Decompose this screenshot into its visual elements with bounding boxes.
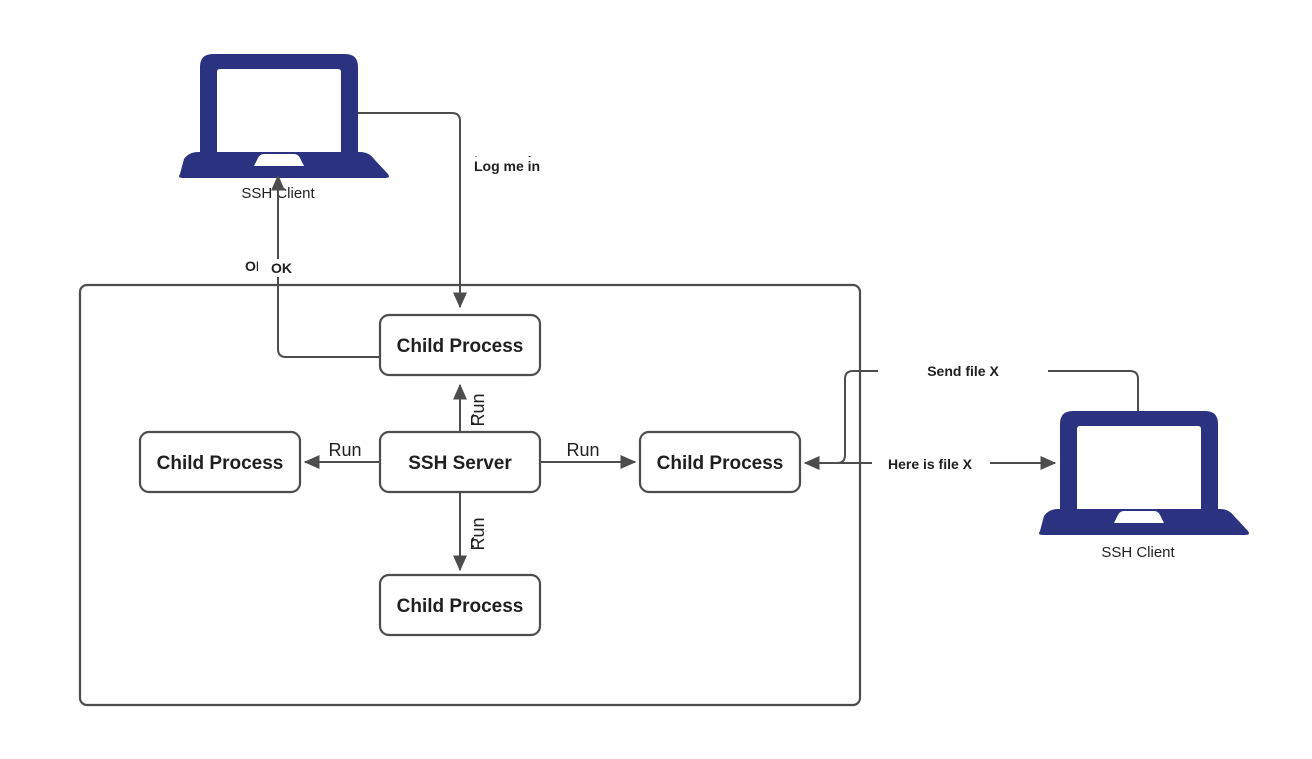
node-child-process-top-label: Child Process bbox=[397, 336, 524, 357]
ssh-client-right[interactable]: SSH Client bbox=[1039, 411, 1249, 561]
edge-run-left-label-top: Run bbox=[328, 440, 361, 460]
edge-ok-label-top: OK bbox=[271, 260, 292, 276]
ssh-client-top[interactable]: SSH Client bbox=[179, 54, 389, 202]
ssh-server-container bbox=[78, 283, 862, 707]
edge-log-me-in bbox=[358, 112, 468, 309]
node-child-process-bottom[interactable]: Child Process bbox=[378, 573, 542, 637]
node-child-process-right-label: Child Process bbox=[657, 453, 784, 474]
edge-run-down-label-top: Run bbox=[468, 517, 488, 550]
laptop-icon bbox=[1039, 411, 1249, 535]
node-child-process-top[interactable]: Child Process bbox=[378, 313, 542, 377]
edge-log-me-in-label-top: Log me in bbox=[474, 158, 540, 174]
edge-run-right-label-top: Run bbox=[566, 440, 599, 460]
ssh-client-right-label: SSH Client bbox=[1101, 544, 1175, 561]
edge-ok bbox=[270, 174, 380, 358]
edge-send-file-x bbox=[803, 370, 1139, 471]
node-child-process-bottom-label: Child Process bbox=[397, 596, 524, 617]
edge-here-is-file-x-label-top: Here is file X bbox=[888, 456, 973, 472]
node-child-process-left[interactable]: Child Process bbox=[138, 430, 302, 494]
node-ssh-server-label: SSH Server bbox=[408, 453, 512, 474]
node-child-process-left-label: Child Process bbox=[157, 453, 284, 474]
edge-run-up-label-top: Run bbox=[468, 393, 488, 426]
laptop-icon bbox=[179, 54, 389, 178]
node-ssh-server[interactable]: SSH Server bbox=[378, 430, 542, 494]
edge-send-file-x-label-top: Send file X bbox=[927, 363, 999, 379]
node-child-process-right[interactable]: Child Process bbox=[638, 430, 802, 494]
